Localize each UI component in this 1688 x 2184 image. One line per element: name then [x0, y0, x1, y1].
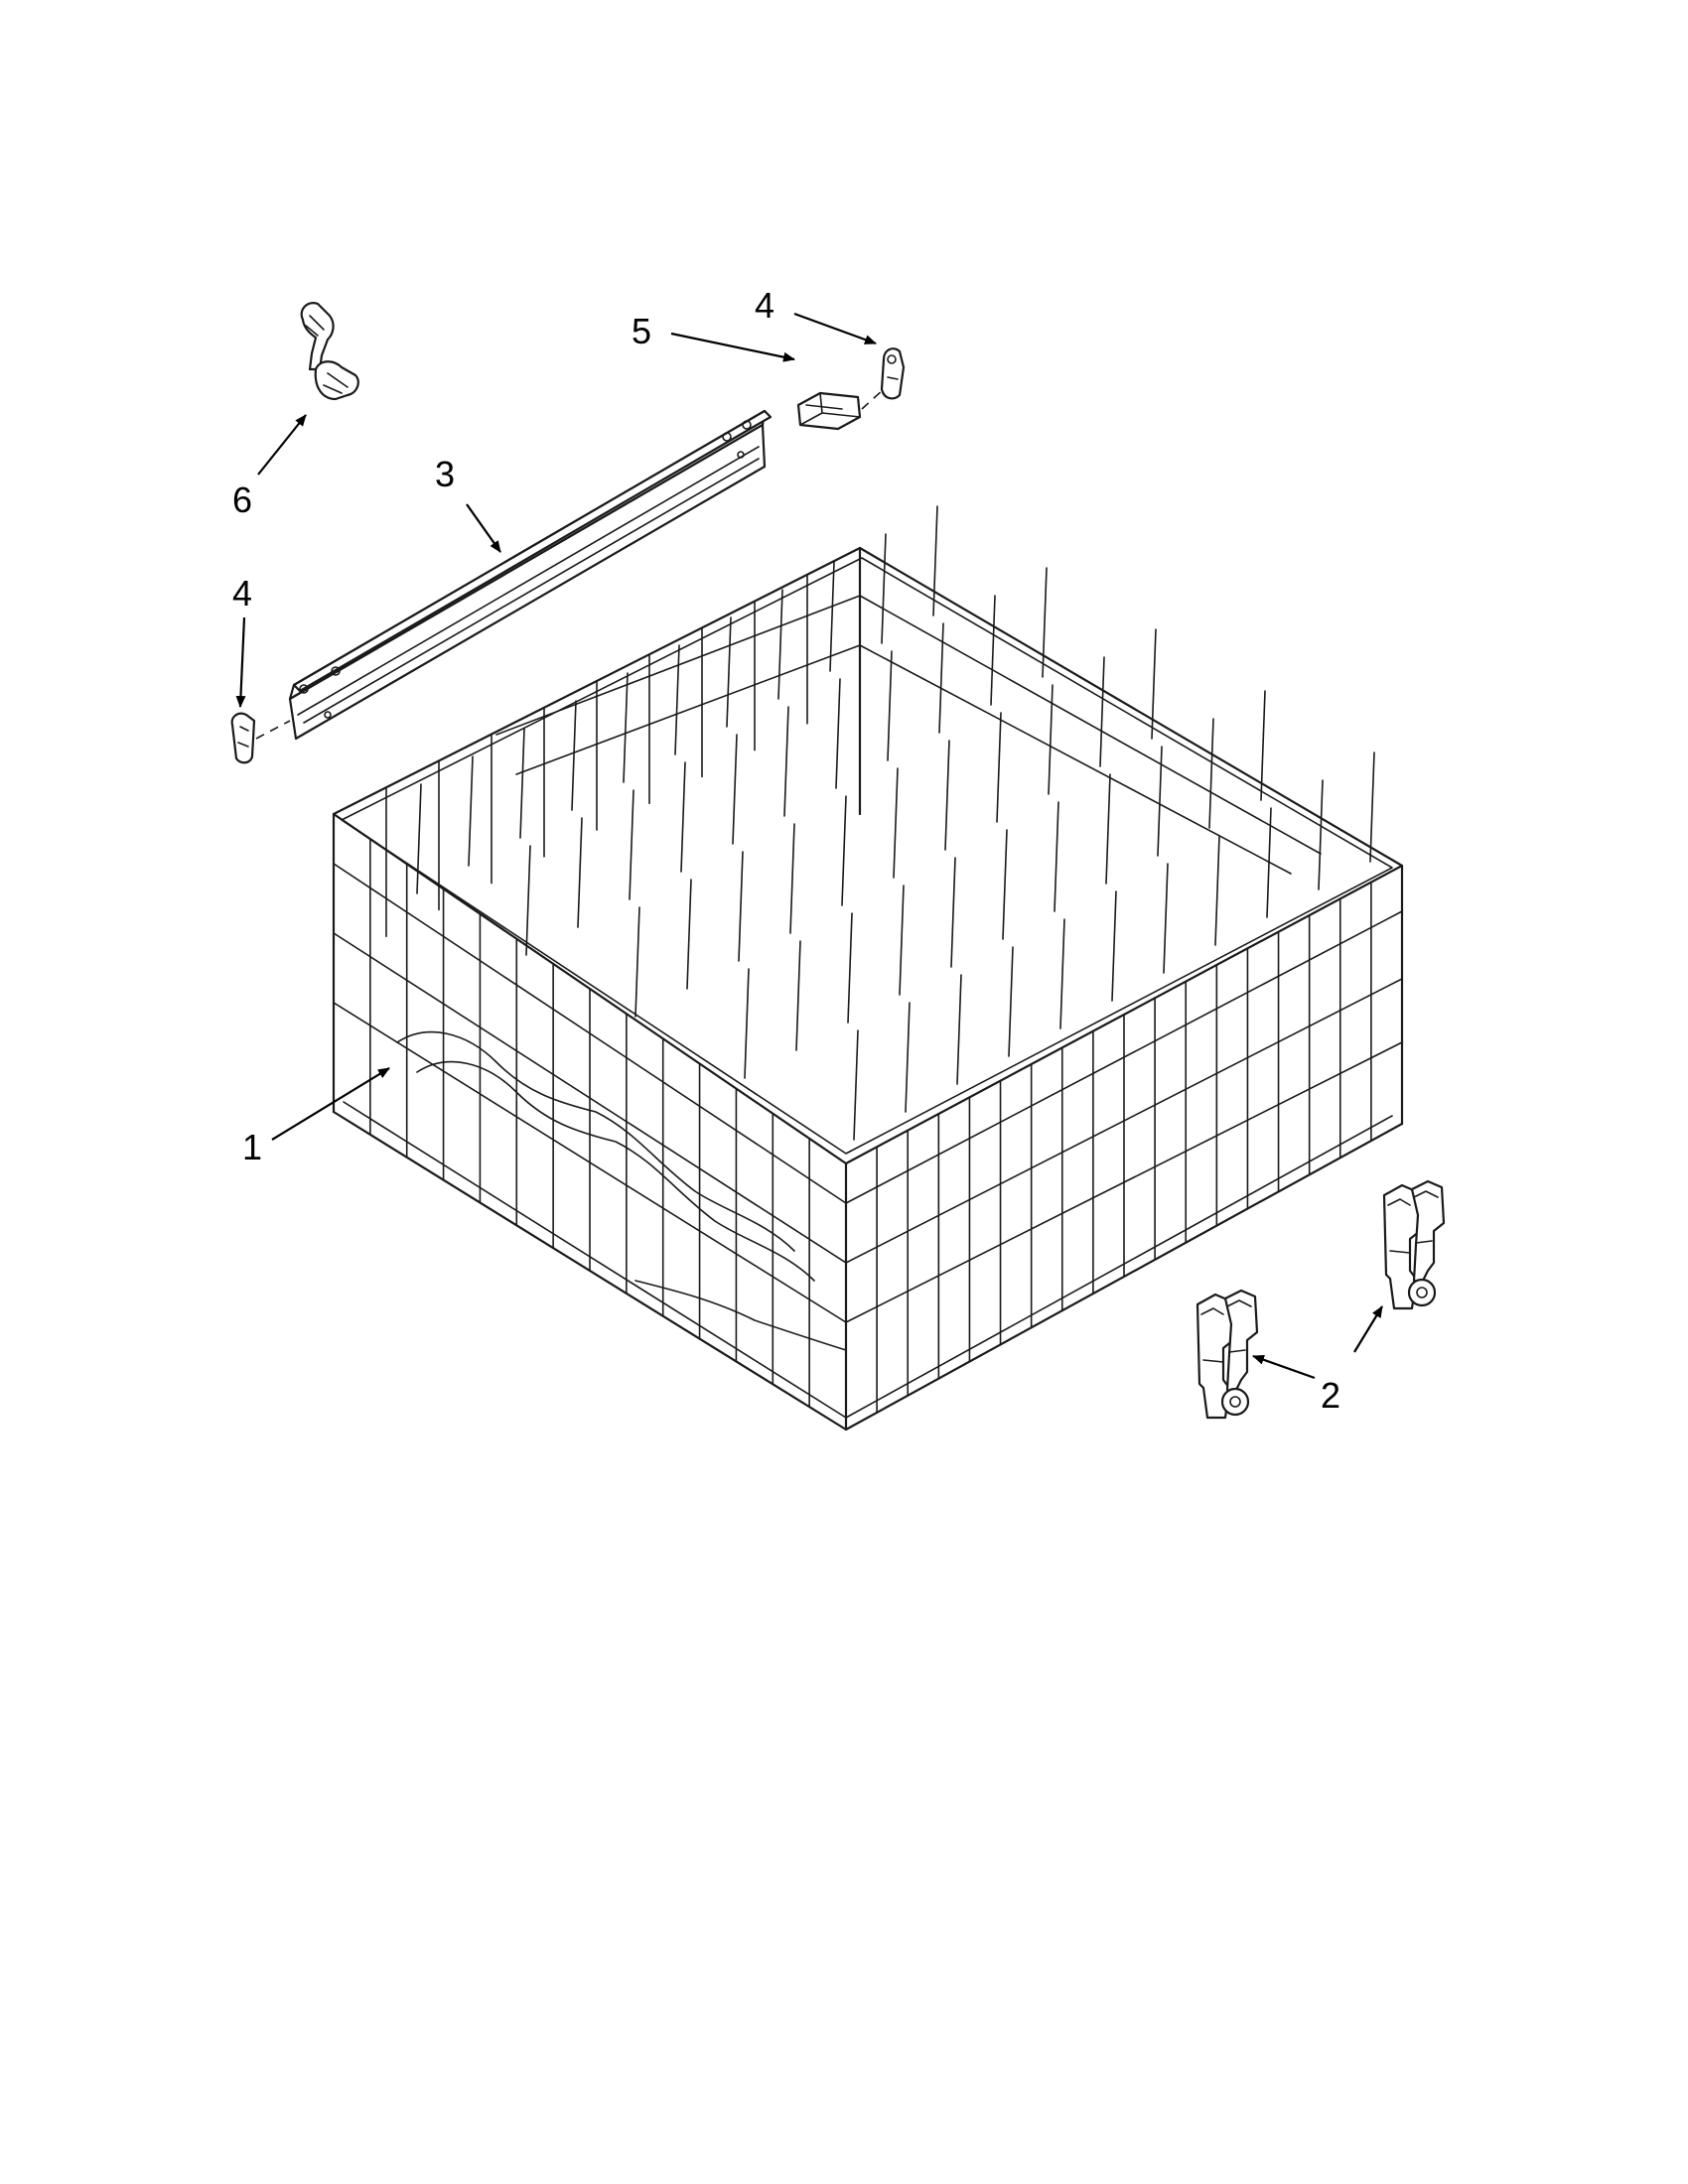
rack-wire	[623, 672, 629, 783]
rack-wire	[680, 761, 686, 873]
rack-wire	[416, 783, 422, 894]
rack-wire	[950, 857, 956, 968]
rack-wire	[634, 906, 640, 1018]
part-2-roller-lower	[1196, 1289, 1259, 1420]
callout-1: 1	[242, 1127, 262, 1167]
rack-wire	[1369, 751, 1375, 863]
rack-wire	[893, 767, 899, 879]
part-3-rail	[288, 409, 773, 741]
rack-wire	[519, 728, 525, 839]
rack-wire	[1002, 829, 1008, 940]
rack-wire	[1151, 628, 1157, 740]
part-1-rack	[332, 505, 1404, 1432]
part-5-guide	[796, 391, 862, 431]
rack-wire	[1214, 835, 1220, 946]
rack-wire	[674, 644, 680, 755]
rack-wire	[899, 885, 905, 996]
rack-wire	[789, 823, 795, 934]
rack-wire	[1163, 863, 1169, 974]
rack-wire	[944, 740, 950, 851]
rack-wire	[847, 912, 853, 1024]
rack-wire	[853, 1029, 859, 1141]
leader-4-left	[235, 616, 246, 708]
callouts: 4 5 6 3 4 1 2	[232, 285, 1340, 1416]
rack-wire	[1008, 946, 1014, 1057]
rack-wire	[841, 795, 847, 906]
rack-wire	[1042, 567, 1048, 678]
part-2-roller-upper	[1382, 1179, 1446, 1310]
leader-2-upper	[1353, 1305, 1383, 1353]
rack-wire	[686, 879, 692, 990]
rack-wire	[1318, 779, 1324, 890]
callout-4-left: 4	[232, 573, 252, 614]
callout-4-right: 4	[755, 285, 774, 326]
callout-6: 6	[232, 479, 252, 520]
rack-wire	[956, 974, 962, 1085]
rack-wire	[932, 505, 938, 616]
rack-wire	[990, 595, 996, 706]
leader-5	[670, 332, 795, 362]
rack-wire	[468, 755, 474, 867]
leader-4-right	[793, 312, 877, 345]
rack-wire	[938, 622, 944, 734]
rack-wire	[1054, 801, 1059, 912]
rack-wire	[1157, 746, 1163, 857]
rack-wire	[1208, 718, 1214, 829]
rack-wire	[1266, 807, 1272, 918]
leader-6	[257, 414, 307, 476]
rack-wire	[571, 700, 577, 811]
rack-wire	[795, 940, 801, 1051]
part-6-clip	[300, 302, 359, 401]
leader-lines	[235, 312, 1383, 1380]
rack-wire	[905, 1002, 911, 1113]
rack-wire	[1111, 890, 1117, 1002]
rack-wire	[577, 817, 583, 928]
callout-5: 5	[632, 311, 651, 351]
part-4-end-cap-left	[230, 712, 291, 764]
part-4-end-cap-right	[861, 347, 906, 410]
rack-wire	[777, 589, 783, 700]
rack-wire	[738, 851, 744, 962]
leader-2-lower	[1252, 1354, 1316, 1380]
leader-3	[466, 503, 501, 553]
rack-wire	[829, 561, 835, 672]
rack-wire	[525, 845, 531, 956]
rack-wire	[1048, 684, 1054, 795]
rack-wire	[887, 650, 893, 761]
rack-wire	[835, 678, 841, 789]
rack-wire	[1059, 918, 1065, 1029]
rack-wire	[1105, 773, 1111, 885]
rack-wire	[1099, 656, 1105, 767]
rack-wire	[881, 533, 887, 644]
callout-2: 2	[1321, 1375, 1340, 1416]
rack-wire	[732, 734, 738, 845]
rack-wire	[629, 789, 634, 900]
callout-3: 3	[435, 454, 455, 494]
rack-wire	[1260, 690, 1266, 801]
leader-1	[271, 1067, 390, 1141]
rack-wire	[783, 706, 789, 817]
rack-wire	[744, 968, 750, 1079]
rack-wire	[996, 712, 1002, 823]
rack-wire	[726, 616, 732, 728]
